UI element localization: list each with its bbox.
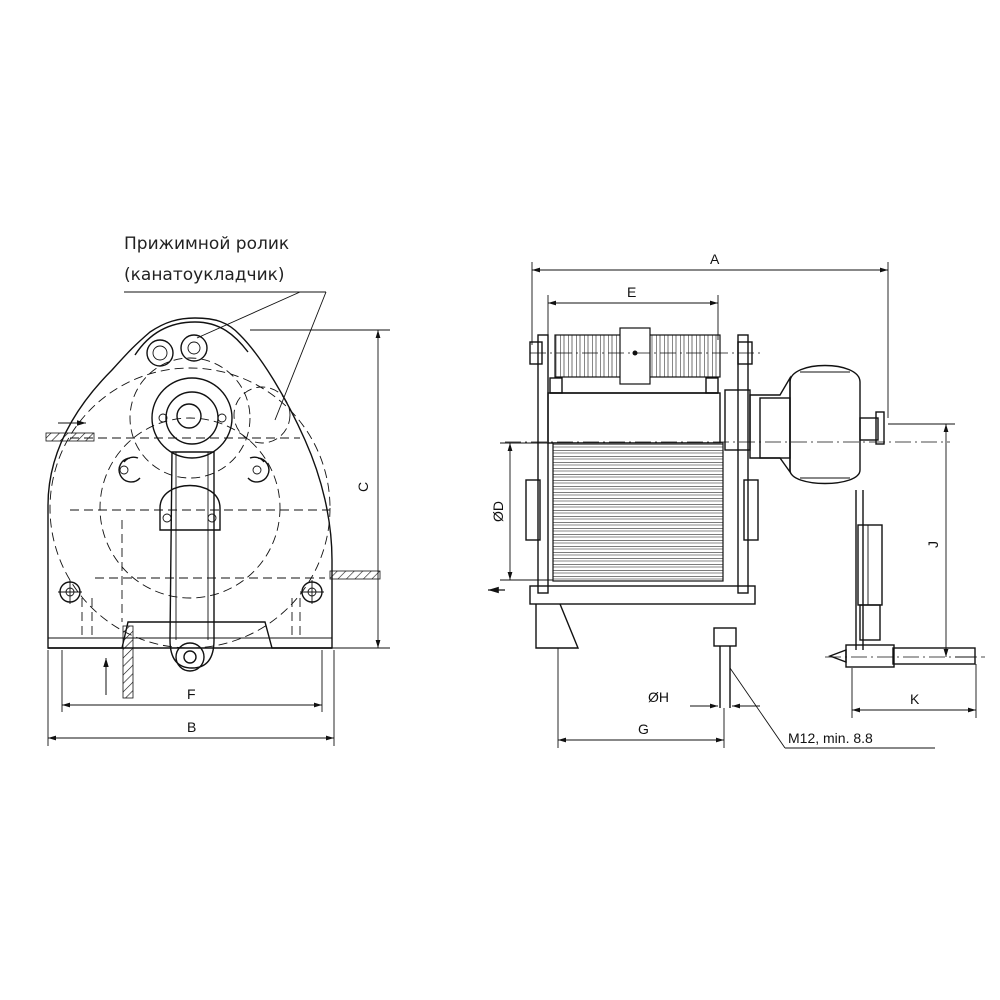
dim-h-label: ØH [648, 689, 669, 705]
callout-line-1: Прижимной ролик [124, 234, 290, 254]
dim-j-label: J [925, 541, 941, 548]
crank-arm [169, 451, 215, 669]
top-lug [134, 321, 249, 356]
rope-drum [552, 442, 724, 582]
dim-g-label: G [638, 721, 649, 737]
base-frame [529, 585, 756, 605]
lug-pin-left [146, 339, 174, 367]
dim-k-label: K [910, 691, 920, 707]
rope-in [45, 432, 95, 442]
drive-hub [151, 377, 233, 459]
housing-base [48, 621, 332, 649]
mount-bolt [713, 627, 737, 647]
housing-outline [47, 317, 333, 649]
side-plate-left [537, 334, 549, 594]
gearbox-housing [789, 364, 861, 485]
pressure-roller-callout: Прижимной ролик (канатоукладчик) [124, 229, 289, 291]
crank-handle [892, 647, 976, 665]
side-view: A E ØD J K G ØH M12, min. 8.8 [488, 251, 985, 749]
rope-clamp-right [247, 456, 270, 483]
dim-c-label: C [355, 482, 371, 492]
drum-outline-hidden [49, 367, 331, 649]
dim-d-label: ØD [490, 501, 506, 522]
front-view: C F B [45, 291, 390, 746]
dim-e-label: E [627, 284, 636, 300]
callout-line-2: (канатоукладчик) [124, 265, 285, 285]
crank-handle-grip [857, 524, 883, 606]
dim-f-label: F [187, 686, 196, 702]
dim-b-label: B [187, 719, 196, 735]
rope-clamp-left [118, 456, 141, 483]
bolt-note: M12, min. 8.8 [788, 730, 873, 746]
side-plate-right [737, 334, 749, 594]
dim-a-label: A [710, 251, 720, 267]
rope-out [329, 570, 381, 580]
pressure-roller-pin [180, 334, 208, 362]
